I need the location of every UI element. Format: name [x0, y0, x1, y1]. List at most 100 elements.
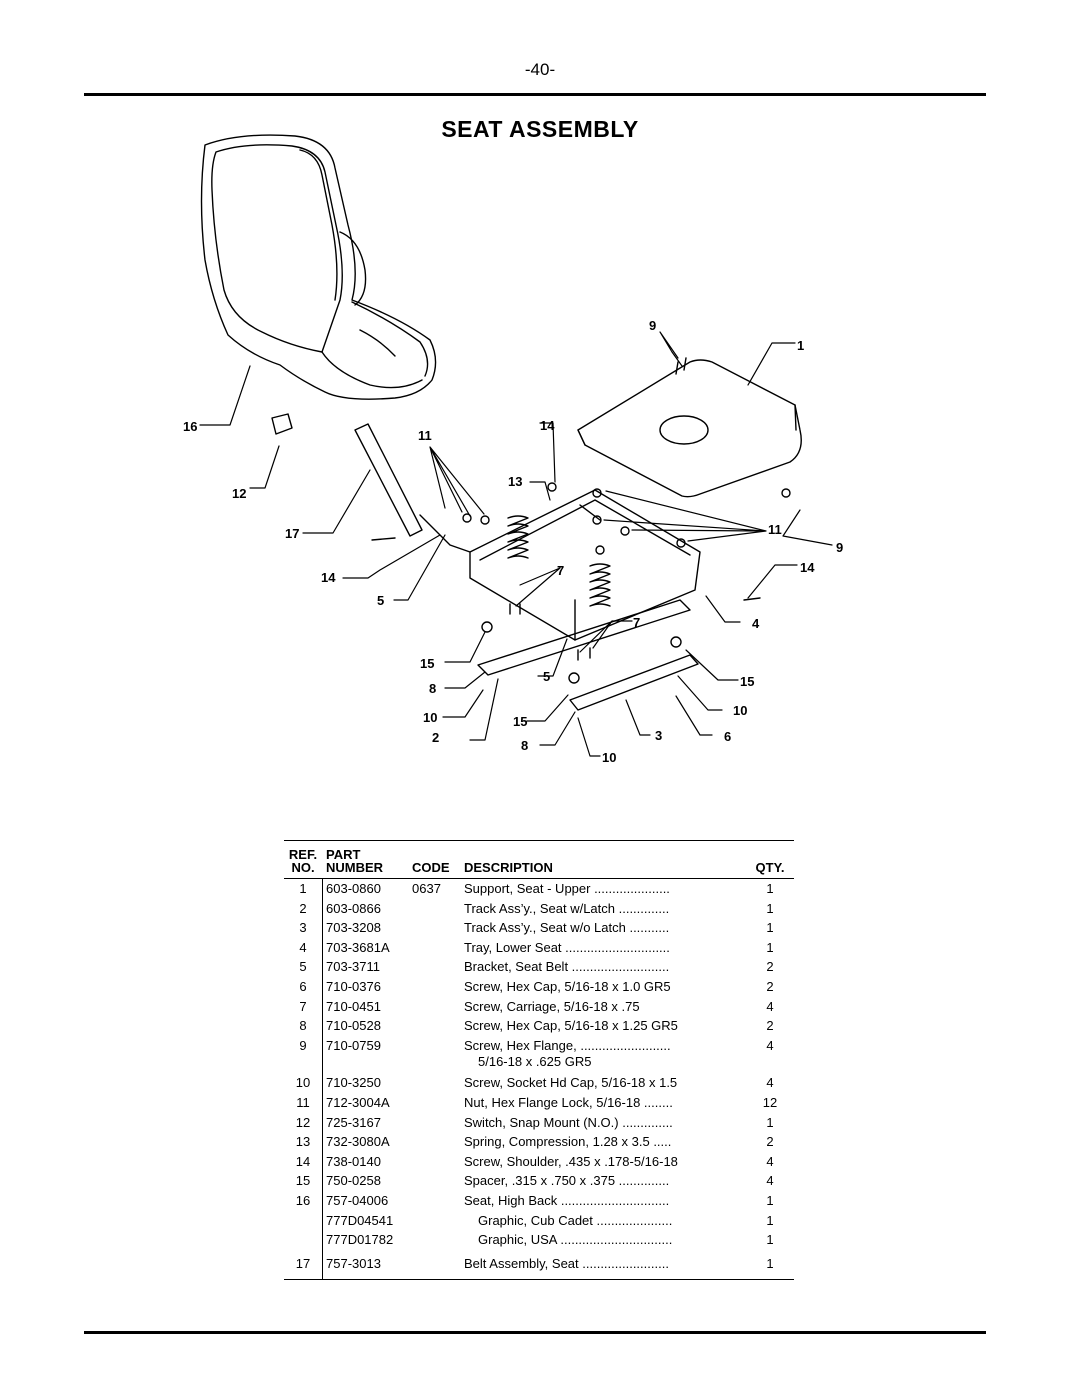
description-cell: Support, Seat - Upper ..................…	[464, 881, 670, 896]
callout-16: 16	[183, 419, 197, 434]
callout-6: 6	[724, 729, 731, 744]
callout-10-bottom: 10	[602, 750, 616, 765]
code-cell	[412, 957, 452, 977]
qty-cell: 12	[762, 1094, 778, 1110]
table-row: 13 732-3080A Spring, Compression, 1.28 x 3…	[284, 1132, 794, 1152]
code-cell	[412, 997, 452, 1017]
spring-drawings	[507, 515, 611, 607]
callout-15-left: 15	[420, 656, 434, 671]
qty-cell: 2	[766, 1018, 774, 1034]
part-number-cell: 757-3013	[326, 1255, 381, 1271]
callout-13: 13	[508, 474, 522, 489]
code-cell	[412, 899, 452, 919]
part-number-cell: 710-0451	[326, 998, 381, 1014]
description-text: Graphic, Cub Cadet .....................	[478, 1212, 673, 1228]
callout-5-middle: 5	[543, 669, 550, 684]
description-cell: Screw, Hex Cap, 5/16-18 x 1.25 GR5	[464, 1018, 678, 1034]
header-code: CODE	[412, 860, 450, 875]
ref-cell: 2	[299, 900, 307, 916]
page-number: -40-	[524, 60, 556, 79]
callout-11-right: 11	[768, 522, 782, 537]
part-number-cell: 732-3080A	[326, 1134, 390, 1150]
ref-cell: 10	[295, 1075, 311, 1091]
qty-cell: 4	[766, 1173, 774, 1189]
code-cell	[412, 1152, 452, 1172]
ref-cell: 12	[295, 1114, 311, 1130]
code-cell	[412, 918, 452, 938]
code-cell	[412, 1254, 452, 1274]
ref-cell: 9	[299, 1037, 307, 1053]
parts-table: REF. NO. PART NUMBER CODE DESCRIPTION QT…	[284, 840, 794, 1281]
code-cell	[412, 977, 452, 997]
ref-cell: 13	[295, 1134, 311, 1150]
description-cell: Spring, Compression, 1.28 x 3.5 .....	[464, 1134, 672, 1150]
qty-cell: 2	[766, 978, 774, 994]
part-number-cell: 710-0759	[326, 1037, 381, 1053]
ref-cell	[284, 1230, 322, 1250]
callout-5-left: 5	[377, 593, 384, 608]
part-number-cell: 710-0528	[326, 1018, 381, 1034]
code-cell: 0637	[412, 881, 441, 896]
code-cell	[412, 1132, 452, 1152]
qty-cell: 4	[766, 1075, 774, 1091]
description-cell: Graphic, USA ...........................…	[452, 1230, 750, 1250]
table-row: 9 710-0759 Screw, Hex Flange, ............…	[284, 1036, 794, 1070]
seat-drawing	[200, 134, 437, 400]
callout-14-left: 14	[321, 570, 336, 585]
code-cell	[412, 938, 452, 958]
qty-cell: 4	[766, 1037, 774, 1053]
part-number-cell: 738-0140	[326, 1153, 381, 1169]
part-number-cell: 703-3681A	[326, 939, 390, 955]
ref-cell: 16	[295, 1192, 311, 1208]
header-description: DESCRIPTION	[464, 860, 553, 875]
description-cell: Seat, High Back ........................…	[464, 1192, 670, 1208]
ref-cell: 4	[299, 939, 307, 955]
seat-assembly-diagram: 9 1 16 14 11 13 12 17 11 9 7 14 14 5 7 4…	[183, 134, 843, 765]
description-cell: Nut, Hex Flange Lock, 5/16-18 ........	[464, 1094, 673, 1110]
code-cell	[412, 1036, 452, 1070]
qty-cell: 1	[766, 900, 774, 916]
seat-tracks-drawing	[477, 599, 699, 711]
description-text: Graphic, USA ...........................…	[478, 1232, 673, 1248]
table-bottom-rule	[284, 1279, 794, 1281]
bottom-rule	[84, 1331, 986, 1334]
table-header-rule	[284, 878, 794, 879]
description-cell: Track Ass’y., Seat w/Latch .............…	[464, 900, 670, 916]
callout-2: 2	[432, 730, 439, 745]
callout-15-middle: 15	[513, 714, 527, 729]
description-cell: Track Ass’y., Seat w/o Latch ...........	[464, 920, 670, 936]
callout-14-right: 14	[800, 560, 815, 575]
callout-1: 1	[797, 338, 804, 353]
table-row: 16 757-04006 Seat, High Back .............…	[284, 1191, 794, 1211]
page-title: SEAT ASSEMBLY	[441, 116, 639, 142]
callouts: 9 1 16 14 11 13 12 17 11 9 7 14 14 5 7 4…	[183, 318, 843, 765]
description-text: Screw, Hex Flange, .....................…	[464, 1037, 671, 1053]
switch-drawing	[271, 413, 293, 435]
callout-11-left: 11	[418, 428, 432, 443]
header-ref: REF. NO.	[288, 847, 318, 875]
part-number-cell: 757-04006	[326, 1192, 389, 1208]
ref-cell: 11	[296, 1094, 310, 1110]
column-divider	[322, 879, 323, 1280]
code-cell	[412, 1171, 452, 1191]
callout-7-lower: 7	[633, 615, 640, 630]
callout-10-left: 10	[423, 710, 437, 725]
description-cell: Screw, Hex Cap, 5/16-18 x 1.0 GR5	[464, 978, 671, 994]
part-number-cell: 710-3250	[326, 1075, 381, 1091]
description-cell: Bracket, Seat Belt .....................…	[464, 959, 670, 975]
qty-cell: 2	[766, 959, 774, 975]
callout-10-right: 10	[733, 703, 747, 718]
ref-cell: 17	[295, 1255, 311, 1271]
callout-8-bottom: 8	[521, 738, 528, 753]
ref-cell: 1	[299, 881, 307, 896]
ref-cell: 7	[299, 998, 307, 1014]
qty-cell: 1	[766, 1255, 774, 1271]
